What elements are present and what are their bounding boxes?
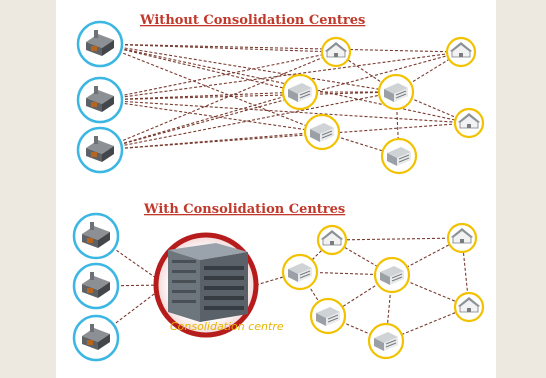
- route-line: [99, 43, 462, 53]
- destination-node: [367, 322, 405, 360]
- factory-building-icon: [82, 272, 110, 298]
- supplier-node: [76, 20, 124, 68]
- shop-building-icon: [316, 307, 340, 326]
- diagram-panel: Without Consolidation Centres With Conso…: [56, 0, 496, 378]
- route-line: [99, 51, 462, 101]
- shop-building-icon: [384, 83, 408, 102]
- destination-node: [303, 113, 341, 151]
- factory-building-icon: [82, 324, 110, 350]
- title-without-consolidation: Without Consolidation Centres: [139, 13, 365, 28]
- destination-node: [380, 137, 418, 175]
- destination-nodes: [281, 36, 485, 360]
- shop-building-icon: [288, 83, 312, 102]
- house-icon: [325, 42, 347, 58]
- supplier-node: [72, 314, 120, 362]
- route-line: [331, 237, 463, 241]
- hub-label: Consolidation centre: [170, 320, 284, 333]
- route-line: [99, 91, 301, 101]
- house-icon: [458, 113, 480, 129]
- destination-node: [281, 73, 319, 111]
- house-icon: [450, 42, 472, 58]
- route-line: [299, 271, 329, 317]
- route-line: [99, 43, 301, 93]
- consolidation-hub: Consolidation centre: [153, 232, 284, 338]
- house-icon: [458, 297, 480, 313]
- route-line: [99, 91, 397, 101]
- logistics-diagram: Without Consolidation Centres With Conso…: [72, 13, 485, 362]
- title-with-consolidation: With Consolidation Centres: [143, 202, 345, 217]
- house-icon: [451, 228, 473, 244]
- shop-building-icon: [387, 147, 411, 166]
- factory-building-icon: [86, 30, 114, 56]
- route-line: [99, 43, 470, 124]
- route-line: [99, 91, 301, 151]
- route-line: [99, 43, 397, 93]
- destination-node: [453, 291, 485, 323]
- factory-building-icon: [86, 136, 114, 162]
- shop-building-icon: [288, 263, 312, 282]
- shop-building-icon: [374, 332, 398, 351]
- route-line: [99, 51, 337, 151]
- route-line: [99, 131, 323, 151]
- shop-building-icon: [310, 123, 334, 142]
- factory-building-icon: [82, 222, 110, 248]
- destination-node: [281, 253, 319, 291]
- factory-building-icon: [86, 86, 114, 112]
- route-line: [99, 51, 337, 101]
- destination-node: [320, 36, 352, 68]
- route-line: [391, 274, 470, 308]
- route-line: [99, 99, 470, 124]
- supplier-node: [76, 126, 124, 174]
- destination-node: [373, 256, 411, 294]
- destination-node: [446, 222, 478, 254]
- destination-node: [445, 36, 477, 68]
- supplier-node: [72, 262, 120, 310]
- supplier-node: [72, 212, 120, 260]
- destination-node: [377, 73, 415, 111]
- supplier-nodes: [72, 20, 124, 362]
- route-line: [255, 271, 301, 286]
- route-line: [99, 51, 462, 151]
- destination-node: [453, 107, 485, 139]
- supplier-node: [76, 76, 124, 124]
- route-line: [99, 43, 337, 53]
- destination-node: [309, 297, 347, 335]
- shop-building-icon: [380, 266, 404, 285]
- route-line: [99, 99, 323, 133]
- house-icon: [321, 230, 343, 246]
- destination-node: [316, 224, 348, 256]
- route-line: [99, 91, 397, 151]
- office-building-icon: [168, 243, 248, 322]
